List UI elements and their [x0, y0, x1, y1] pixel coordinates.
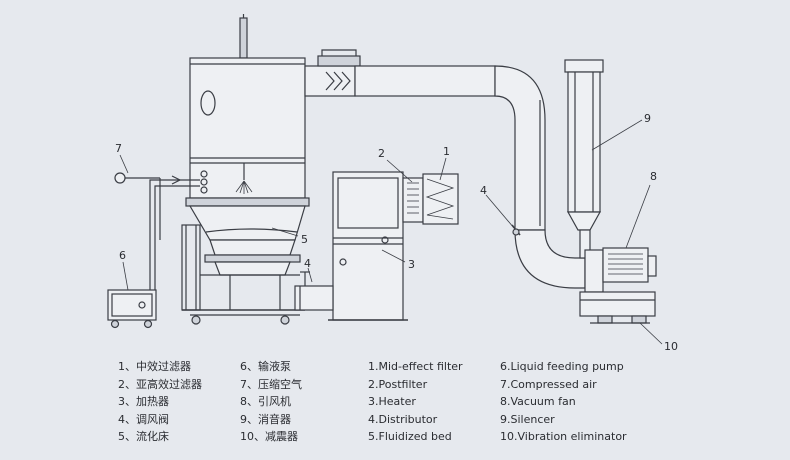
- legend-item: 9.Silencer: [500, 412, 555, 426]
- leader-lines: [119, 119, 663, 345]
- legend-item: 3、加热器: [118, 395, 169, 408]
- legend-item: 1.Mid-effect filter: [368, 360, 463, 373]
- legend-item: 1、中效过滤器: [118, 360, 191, 373]
- legend-item: 4、调风阀: [118, 412, 169, 426]
- exhaust-duct: [304, 49, 586, 289]
- legend-item: 3.Heater: [368, 395, 416, 408]
- legend-item: 5、流化床: [118, 430, 169, 443]
- fluidized-bed-granulator: [181, 14, 310, 325]
- legend-item: 7.Compressed air: [500, 377, 597, 391]
- heater-cabinet: [328, 171, 459, 321]
- callout-3: 3: [408, 258, 415, 271]
- legend-cn-col1: 1、中效过滤器 2、亚高效过滤器 3、加热器 4、调风阀 5、流化床: [118, 358, 202, 446]
- legend-item: 7、压缩空气: [240, 377, 302, 391]
- legend-item: 2.Postfilter: [368, 377, 428, 391]
- callout-2: 2: [378, 147, 385, 160]
- liquid-feeding-pump: [107, 179, 200, 329]
- callout-7: 7: [115, 142, 122, 155]
- legend-item: 8.Vacuum fan: [500, 395, 576, 408]
- callout-8: 8: [650, 170, 657, 183]
- legend-en-col2: 6.Liquid feeding pump 7.Compressed air 8…: [500, 358, 627, 446]
- callout-6: 6: [119, 249, 126, 262]
- callout-5: 5: [301, 233, 308, 246]
- legend-item: 8、引风机: [240, 395, 291, 408]
- legend-cn-col2: 6、输液泵 7、压缩空气 8、引风机 9、消音器 10、减震器: [240, 358, 302, 446]
- callout-1: 1: [443, 145, 450, 158]
- legend-item: 2、亚高效过滤器: [118, 377, 202, 391]
- callout-4-distributor: 4: [480, 184, 487, 197]
- vacuum-fan: [579, 247, 657, 324]
- callout-labels: 1 2 3 4 4 5 6 7 8 9 10: [115, 112, 678, 353]
- legend-en-col1: 1.Mid-effect filter 2.Postfilter 3.Heate…: [368, 358, 463, 446]
- legend-item: 9、消音器: [240, 412, 291, 426]
- legend-item: 10.Vibration eliminator: [500, 430, 627, 443]
- legend-item: 6.Liquid feeding pump: [500, 360, 624, 373]
- inlet-duct: [294, 271, 334, 311]
- legend-item: 5.Fluidized bed: [368, 430, 452, 443]
- callout-10: 10: [664, 340, 678, 353]
- callout-4-inlet: 4: [304, 257, 311, 270]
- compressed-air-inlet: [114, 172, 182, 240]
- silencer: [564, 59, 604, 259]
- legend-item: 4.Distributor: [368, 412, 438, 426]
- legend-item: 10、减震器: [240, 430, 298, 443]
- callout-9: 9: [644, 112, 651, 125]
- legend-item: 6、输液泵: [240, 360, 291, 373]
